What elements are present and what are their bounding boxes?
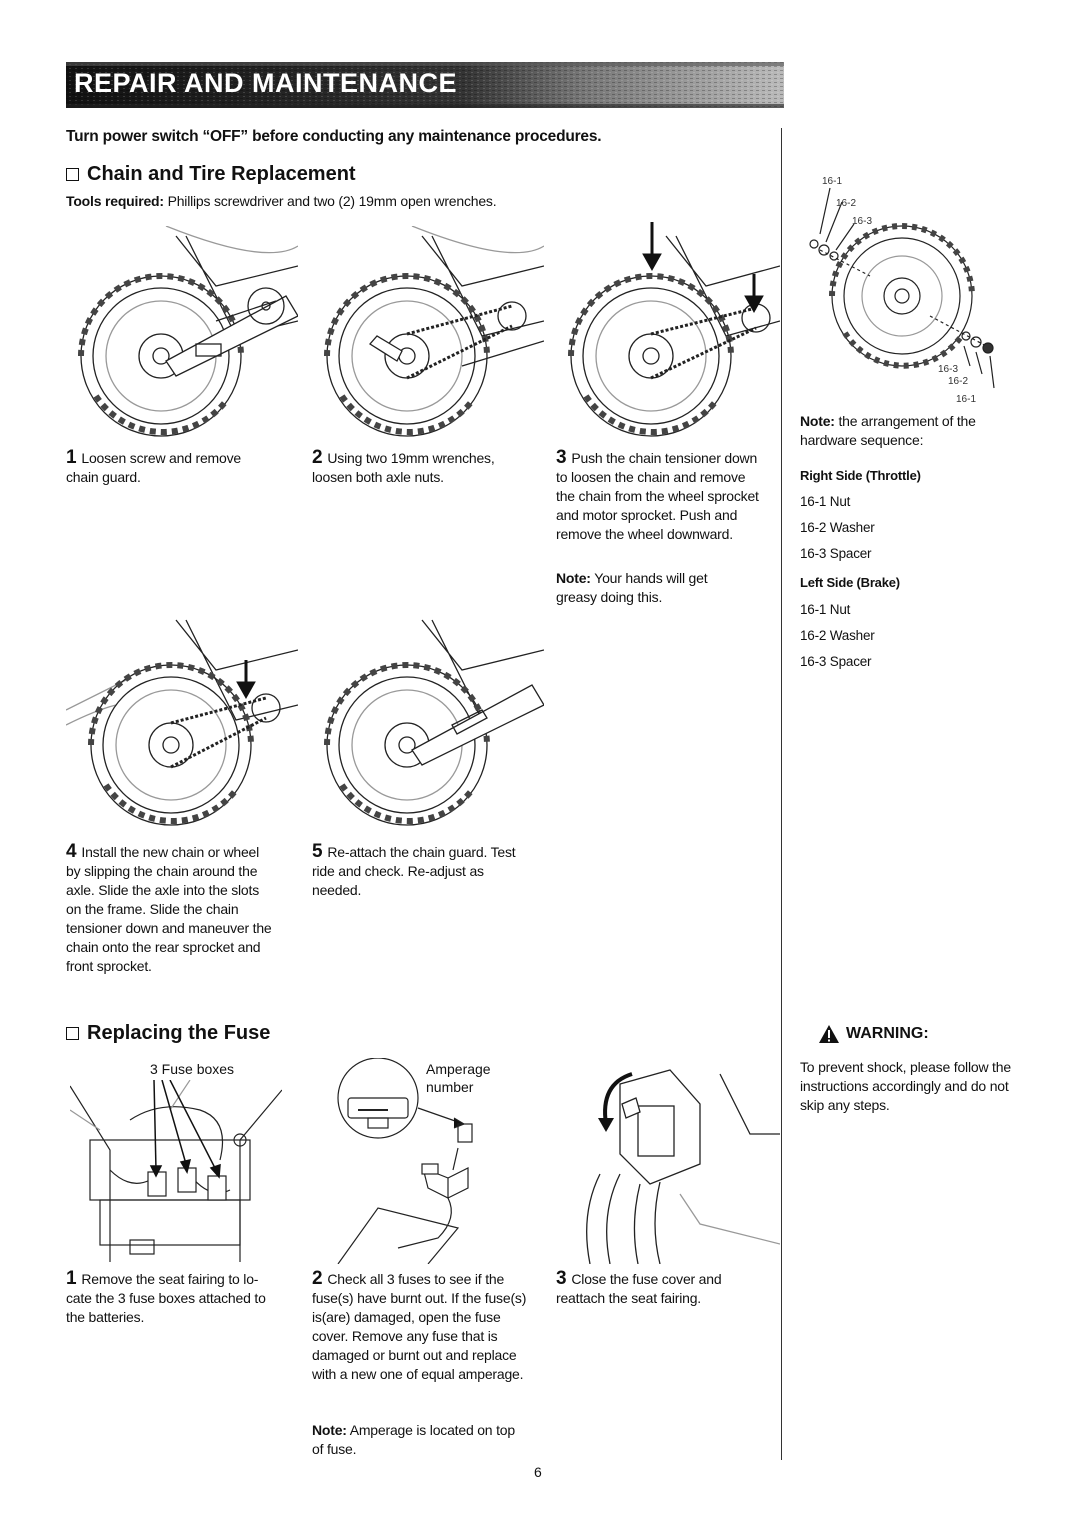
fuse-boxes-illustration (70, 1080, 282, 1262)
fuse-boxes-caption: 3 Fuse boxes (150, 1061, 235, 1077)
hardware-label-bottom-1: 16-3 (938, 364, 958, 375)
left-side-item: 16-1 Nut (800, 602, 851, 617)
step-text: Loosen screw and remove chain guard. (66, 450, 241, 485)
down-arrow-icon (236, 660, 256, 700)
note-text: the arrangement of the hardware sequence… (800, 413, 976, 448)
section-banner: REPAIR AND MAINTENANCE (66, 62, 784, 108)
banner-background (66, 62, 784, 108)
step-number: 5 (312, 841, 323, 862)
chain-step-3-note: Note: Your hands will get greasy doing t… (556, 569, 746, 607)
step-number: 2 (312, 447, 323, 468)
step-number: 3 (556, 447, 567, 468)
hardware-label-bottom-3: 16-1 (956, 394, 976, 405)
amperage-label-1: Amperage (426, 1061, 491, 1077)
note-text: Your hands will get greasy doing this. (556, 570, 708, 605)
right-side-heading: Right Side (Throttle) (800, 468, 921, 483)
step-number: 3 (556, 1268, 567, 1289)
note-label: Note: (556, 570, 591, 586)
hardware-note: Note: the arrangement of the hardware se… (800, 412, 1010, 450)
warning-heading: WARNING: (818, 1024, 929, 1044)
hardware-label-bottom-2: 16-2 (948, 376, 968, 387)
left-side-item: 16-3 Spacer (800, 654, 872, 669)
note-text: Amperage is located on top of fuse. (312, 1422, 515, 1457)
chain-section-heading: Chain and Tire Replacement (66, 163, 356, 186)
fuse-section-title: Replacing the Fuse (87, 1022, 271, 1044)
fuse-section-heading: Replacing the Fuse (66, 1022, 270, 1045)
hardware-label-top-1: 16-1 (822, 176, 842, 187)
left-side-item: 16-2 Washer (800, 628, 875, 643)
step2-wheel-illustration (324, 226, 544, 437)
warning-title: WARNING: (846, 1025, 929, 1042)
step4-wheel-illustration (66, 619, 298, 826)
step-text: Using two 19mm wrenches, loosen both axl… (312, 450, 495, 485)
fuse-cover-illustration (586, 1069, 780, 1264)
right-side-item: 16-1 Nut (800, 494, 851, 509)
tools-required: Tools required: Phillips screwdriver and… (66, 193, 497, 209)
step-text: Re-attach the chain guard. Test ride and… (312, 844, 516, 898)
left-side-heading: Left Side (Brake) (800, 575, 900, 590)
right-side-item: 16-3 Spacer (800, 546, 872, 561)
step-number: 4 (66, 841, 77, 862)
step-number: 1 (66, 1268, 77, 1289)
step-text: Install the new chain or wheel by slippi… (66, 844, 272, 974)
tools-text: Phillips screwdriver and two (2) 19mm op… (167, 193, 497, 209)
note-label: Note: (800, 413, 835, 429)
fuse-step-2-note: Note: Amperage is located on top of fuse… (312, 1421, 517, 1459)
page-title: REPAIR AND MAINTENANCE (74, 68, 458, 98)
hardware-label-top-2: 16-2 (836, 198, 856, 209)
rotate-arrow-icon (603, 1072, 633, 1125)
amperage-label-2: number (426, 1079, 474, 1095)
step-text: Check all 3 fuses to see if the fuse(s) … (312, 1271, 527, 1382)
step1-wheel-illustration (78, 226, 298, 437)
pointer-arrow-icon (149, 1080, 221, 1179)
step-text: Remove the seat fairing to lo- cate the … (66, 1271, 266, 1325)
page-number: 6 (534, 1464, 542, 1480)
hardware-label-top-3: 16-3 (852, 216, 872, 227)
down-arrow-icon (642, 222, 764, 314)
step-number: 2 (312, 1268, 323, 1289)
checkbox-icon (66, 168, 79, 181)
checkbox-icon (66, 1027, 79, 1040)
safety-notice: Turn power switch “OFF” before conductin… (66, 128, 602, 145)
tools-label: Tools required: (66, 193, 164, 209)
step5-wheel-illustration (324, 619, 544, 826)
column-divider (781, 128, 782, 1460)
chain-section-title: Chain and Tire Replacement (87, 163, 356, 185)
step-number: 1 (66, 447, 77, 468)
step3-wheel-illustration (568, 222, 780, 437)
note-label: Note: (312, 1422, 347, 1438)
warning-triangle-icon (819, 1025, 839, 1043)
step-text: Close the fuse cover and reattach the se… (556, 1271, 722, 1306)
axle-hardware-diagram: 16-1 16-2 16-3 16-3 16-2 16-1 (809, 176, 995, 405)
fuse-detail-illustration: Amperage number (337, 1058, 491, 1264)
right-side-item: 16-2 Washer (800, 520, 875, 535)
step-text: Push the chain tensioner down to loosen … (556, 450, 759, 542)
warning-text: To prevent shock, please follow the inst… (800, 1059, 1011, 1113)
